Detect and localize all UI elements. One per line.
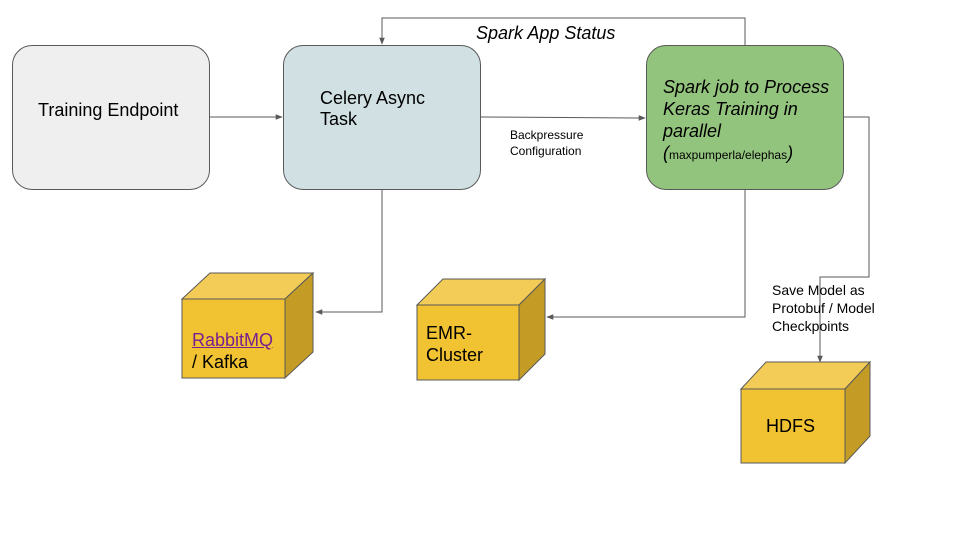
spark-app-status-label: Spark App Status (476, 23, 616, 43)
cube-hdfs-front (740, 388, 846, 464)
arrow-spark-to-hdfs (817, 116, 870, 363)
arrow-spark-to-emr (546, 190, 746, 320)
cube-emr-front (416, 304, 520, 381)
arrow-spark-status-to-celery (379, 17, 746, 45)
cube-rabbitmq-front (181, 298, 286, 379)
queue-label: RabbitMQ / Kafka (192, 329, 273, 373)
spark-job-node: Spark job to Process Keras Training in p… (646, 45, 844, 190)
backpressure-label: Backpressure Configuration (510, 128, 584, 158)
hdfs-label: HDFS (766, 416, 815, 436)
emr-cluster-label: EMR- Cluster (426, 322, 483, 366)
arrow-celery-to-spark (480, 115, 646, 121)
training-endpoint-node: Training Endpoint (12, 45, 210, 190)
spark-job-repo: maxpumperla/elephas (669, 148, 788, 162)
spark-job-label: Spark job to Process Keras Training in p… (663, 77, 830, 141)
spark-job-repo-close: ) (787, 143, 794, 163)
cube-hdfs (739, 360, 872, 465)
kafka-label: / Kafka (192, 352, 249, 372)
emr-label-line1: EMR- (426, 323, 472, 343)
celery-async-task-node: Celery Async Task (283, 45, 481, 190)
cube-emr (415, 277, 547, 382)
save-model-label: Save Model as Protobuf / Model Checkpoin… (772, 282, 875, 334)
spark-job-repo-open: ( (663, 143, 669, 163)
spark-job-text: Spark job to Process Keras Training in p… (663, 76, 839, 166)
rabbitmq-link[interactable]: RabbitMQ (192, 330, 274, 350)
arrow-celery-to-queue (315, 190, 383, 315)
celery-task-label: Celery Async Task (320, 88, 426, 129)
training-endpoint-label: Training Endpoint (38, 100, 179, 120)
cube-rabbitmq (180, 271, 315, 380)
emr-label-line2: Cluster (426, 345, 484, 365)
